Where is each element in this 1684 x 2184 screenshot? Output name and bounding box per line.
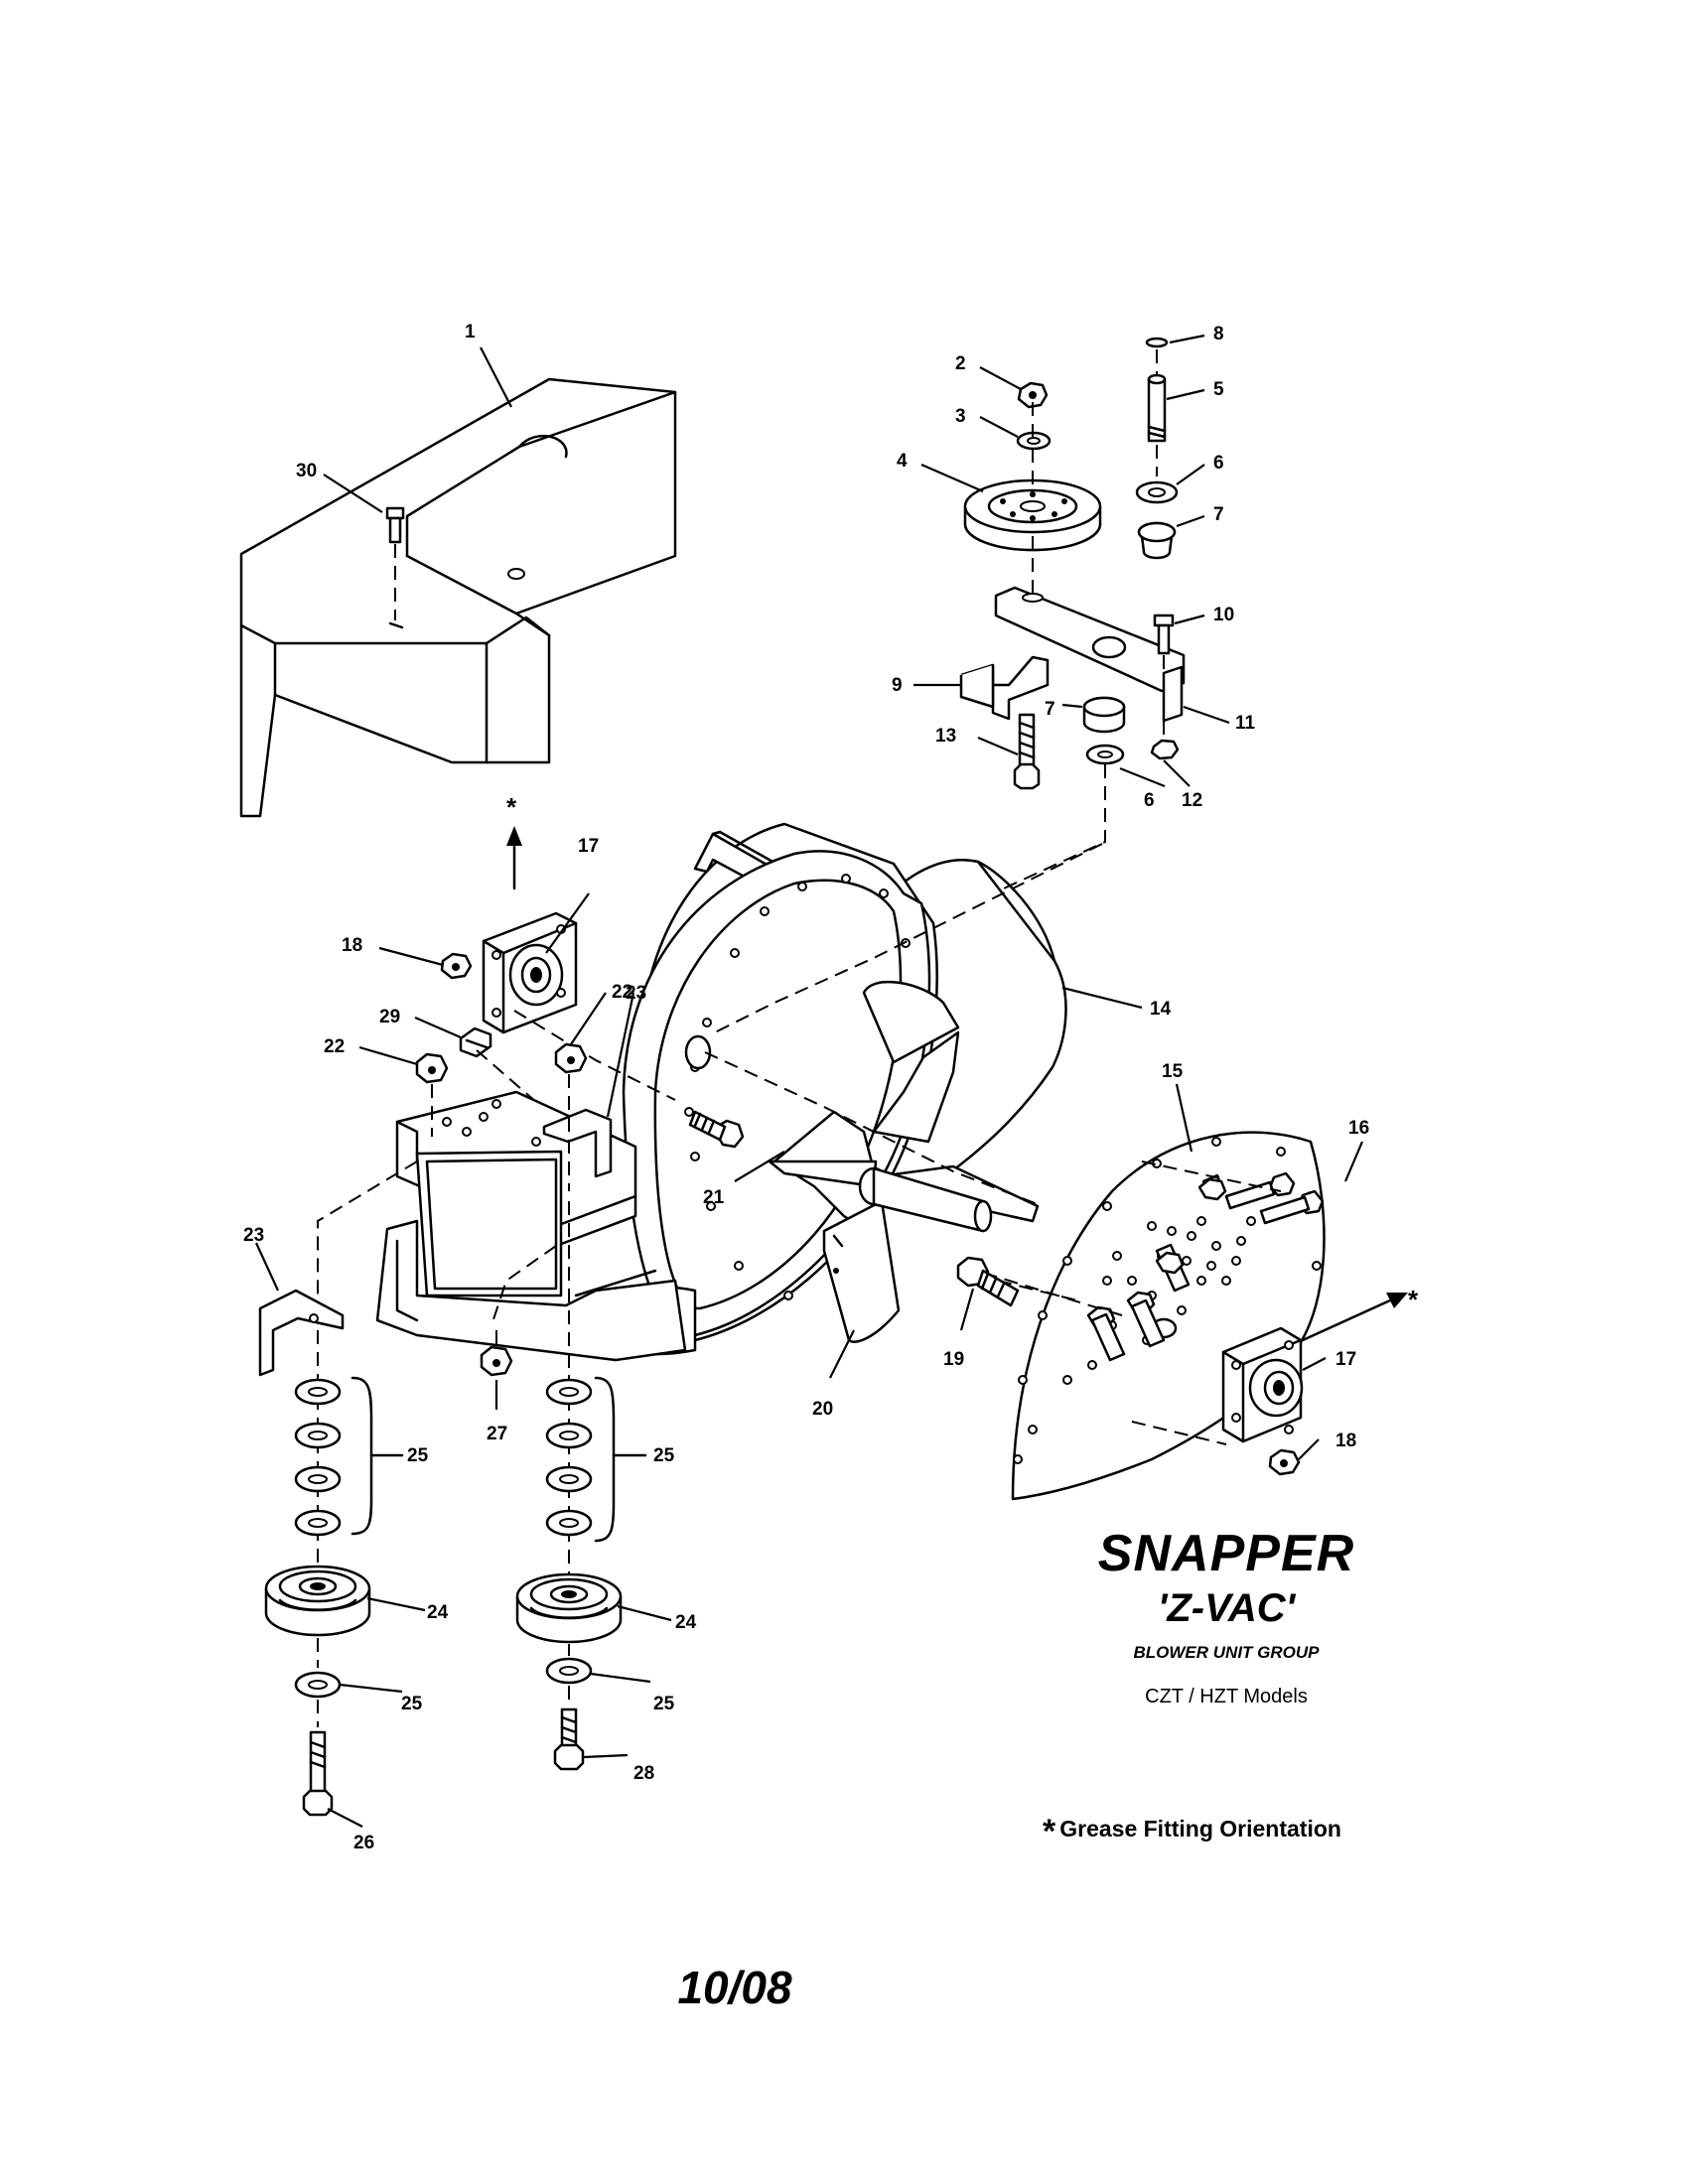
callout-13: 13 [935, 726, 956, 747]
callout-9: 9 [892, 675, 903, 696]
callout-16: 16 [1348, 1118, 1369, 1139]
grease-arrow-up [506, 826, 522, 890]
left-idler-stack [258, 1289, 404, 1817]
bolt-21 [688, 1110, 745, 1149]
callout-26: 26 [353, 1833, 374, 1853]
callout-6b: 6 [1144, 790, 1155, 811]
revision-date: 10/08 [677, 1962, 792, 2013]
callout-8: 8 [1213, 324, 1224, 344]
idler-arm-assembly [959, 337, 1186, 894]
top-cover-part [239, 377, 677, 818]
group-name: BLOWER UNIT GROUP [1133, 1643, 1320, 1662]
callout-1: 1 [465, 322, 476, 342]
callout-19: 19 [943, 1349, 964, 1370]
grease-mark-1: * [506, 792, 517, 822]
callout-28: 28 [633, 1763, 654, 1784]
callout-22a: 22 [324, 1036, 345, 1057]
grease-note-symbol: * [1043, 1813, 1056, 1850]
leader-lines [255, 334, 1364, 1828]
callout-22b: 22 [612, 982, 632, 1003]
nut-27 [480, 1345, 513, 1377]
callout-7a: 7 [1213, 504, 1224, 525]
callout-14: 14 [1150, 999, 1172, 1020]
bolt-19 [956, 1256, 1020, 1307]
impeller-part [768, 980, 1040, 1343]
bolt-30 [385, 506, 405, 620]
callout-7b: 7 [1045, 699, 1055, 720]
callout-18a: 18 [342, 935, 362, 956]
grease-mark-2: * [1408, 1285, 1419, 1314]
mounting-bracket-assembly [317, 1042, 687, 1375]
callout-27: 27 [487, 1424, 507, 1444]
callout-25c: 25 [401, 1694, 423, 1714]
callout-25d: 25 [653, 1694, 675, 1714]
grease-note-text: Grease Fitting Orientation [1059, 1816, 1341, 1842]
callout-10: 10 [1213, 605, 1234, 625]
product-name: 'Z-VAC' [1157, 1586, 1296, 1630]
callout-23a: 23 [626, 983, 646, 1004]
grease-arrow-right [1301, 1293, 1408, 1342]
callout-6a: 6 [1213, 453, 1224, 474]
callout-24b: 24 [675, 1612, 697, 1633]
models-label: CZT / HZT Models [1145, 1686, 1308, 1707]
right-idler-stack [515, 1375, 647, 1771]
callout-25a: 25 [407, 1445, 429, 1466]
callout-5: 5 [1213, 379, 1224, 400]
callout-18b: 18 [1335, 1431, 1356, 1451]
callout-3: 3 [955, 406, 966, 427]
callout-24a: 24 [427, 1602, 449, 1623]
callout-4: 4 [897, 451, 908, 472]
grease-note: *Grease Fitting Orientation [1043, 1813, 1440, 1851]
callout-17b: 17 [1335, 1349, 1356, 1370]
callout-25b: 25 [653, 1445, 675, 1466]
callout-21: 21 [703, 1187, 725, 1208]
callout-20: 20 [812, 1399, 833, 1420]
brand-title: SNAPPER [1097, 1525, 1355, 1582]
side-plate [992, 1131, 1326, 1501]
callout-2: 2 [955, 353, 966, 374]
callout-17a: 17 [578, 836, 599, 857]
callout-labels: 1 2 3 4 5 6 6 7 7 8 9 10 11 12 13 14 15 … [243, 322, 1419, 1853]
assembly-centerlines [704, 843, 1103, 1207]
callout-15: 15 [1162, 1061, 1184, 1082]
callout-23b: 23 [243, 1225, 264, 1246]
callout-11: 11 [1235, 713, 1256, 734]
callout-30: 30 [296, 461, 317, 481]
callout-29: 29 [379, 1007, 400, 1027]
callout-12: 12 [1182, 790, 1202, 811]
